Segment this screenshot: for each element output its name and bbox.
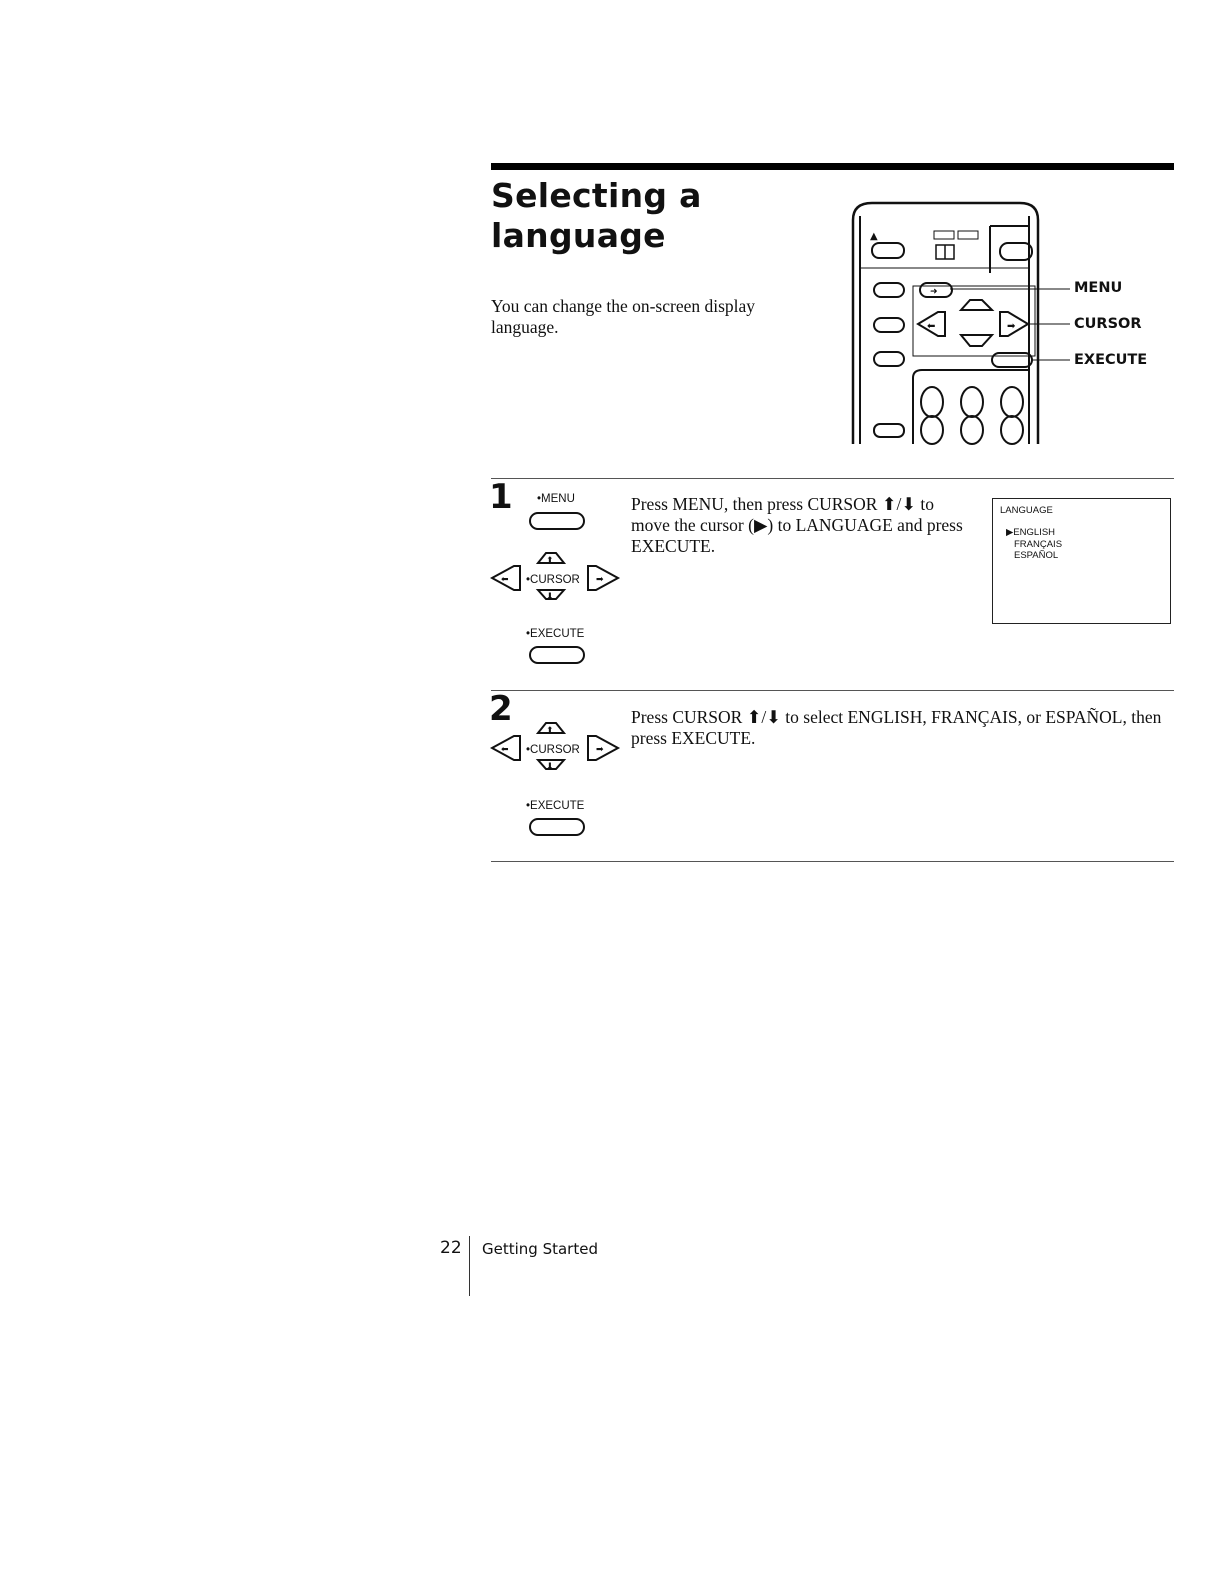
step-2-buttons: ⬆ ⬇ ⬅ ➡ •CURSOR •EXECUTE — [490, 704, 630, 854]
execute-button-label: •EXECUTE — [526, 628, 585, 640]
menu-button-label: •MENU — [537, 493, 575, 505]
page-number: 22 — [440, 1238, 462, 1258]
execute-callout: EXECUTE — [1074, 352, 1148, 368]
page-title-line-2: language — [491, 216, 666, 255]
step-2-number: 2 — [489, 689, 513, 729]
svg-text:⬆: ⬆ — [546, 726, 554, 736]
svg-text:▲: ▲ — [870, 231, 878, 242]
menu-button-icon — [529, 512, 585, 530]
svg-text:➜: ➜ — [930, 287, 938, 297]
osd-option-english: ▶ENGLISH — [1006, 527, 1056, 538]
on-screen-menu-display: LANGUAGE ▶ENGLISH FRANÇAIS ESPAÑOL — [992, 498, 1171, 624]
osd-options: ▶ENGLISH FRANÇAIS ESPAÑOL — [1006, 527, 1062, 562]
menu-callout: MENU — [1074, 280, 1123, 296]
cursor-pad-icon: ⬆ ⬇ ⬅ ➡ — [490, 722, 621, 772]
osd-option-espanol: ESPAÑOL — [1014, 550, 1059, 561]
remote-control-illustration: ▲ ➜ ⬅ ➡ — [850, 198, 1150, 446]
footer-divider — [469, 1236, 470, 1296]
svg-text:➡: ➡ — [596, 575, 604, 585]
step-2-instructions: Press CURSOR ⬆/⬇ to select ENGLISH, FRAN… — [631, 707, 1162, 748]
page-title-line-1: Selecting a — [491, 176, 702, 215]
cursor-pad-label: •CURSOR — [526, 574, 580, 586]
step-divider — [491, 690, 1174, 691]
step-1-buttons: •MENU ⬆ ⬇ ⬅ ➡ •CURSOR •EXECUTE — [490, 490, 630, 670]
execute-button-icon — [529, 818, 585, 836]
step-1-number: 1 — [489, 477, 513, 517]
svg-text:⬅: ⬅ — [927, 321, 935, 332]
page-title: Selecting a language — [491, 176, 821, 256]
svg-text:⬇: ⬇ — [546, 592, 554, 602]
step-divider — [491, 478, 1174, 479]
svg-text:⬆: ⬆ — [546, 556, 554, 566]
remote-control-drawing: ▲ ➜ ⬅ ➡ — [851, 201, 1070, 445]
cursor-callout: CURSOR — [1074, 316, 1142, 332]
section-name: Getting Started — [482, 1240, 598, 1258]
intro-paragraph: You can change the on-screen display lan… — [491, 296, 756, 337]
svg-text:⬇: ⬇ — [546, 762, 554, 772]
cursor-pad-icon: ⬆ ⬇ ⬅ ➡ — [490, 552, 621, 602]
osd-option-francais: FRANÇAIS — [1014, 538, 1063, 550]
title-rule — [491, 163, 1174, 170]
svg-text:⬅: ⬅ — [501, 575, 509, 585]
execute-button-label: •EXECUTE — [526, 800, 585, 812]
svg-text:⬅: ⬅ — [501, 745, 509, 755]
step-1-instructions: Press MENU, then press CURSOR ⬆/⬇ to mov… — [631, 494, 963, 556]
cursor-pad-label: •CURSOR — [526, 744, 580, 756]
svg-text:➡: ➡ — [596, 745, 604, 755]
execute-button-icon — [529, 646, 585, 664]
svg-text:➡: ➡ — [1007, 321, 1016, 332]
osd-title: LANGUAGE — [1000, 505, 1053, 516]
step-divider — [491, 861, 1174, 862]
